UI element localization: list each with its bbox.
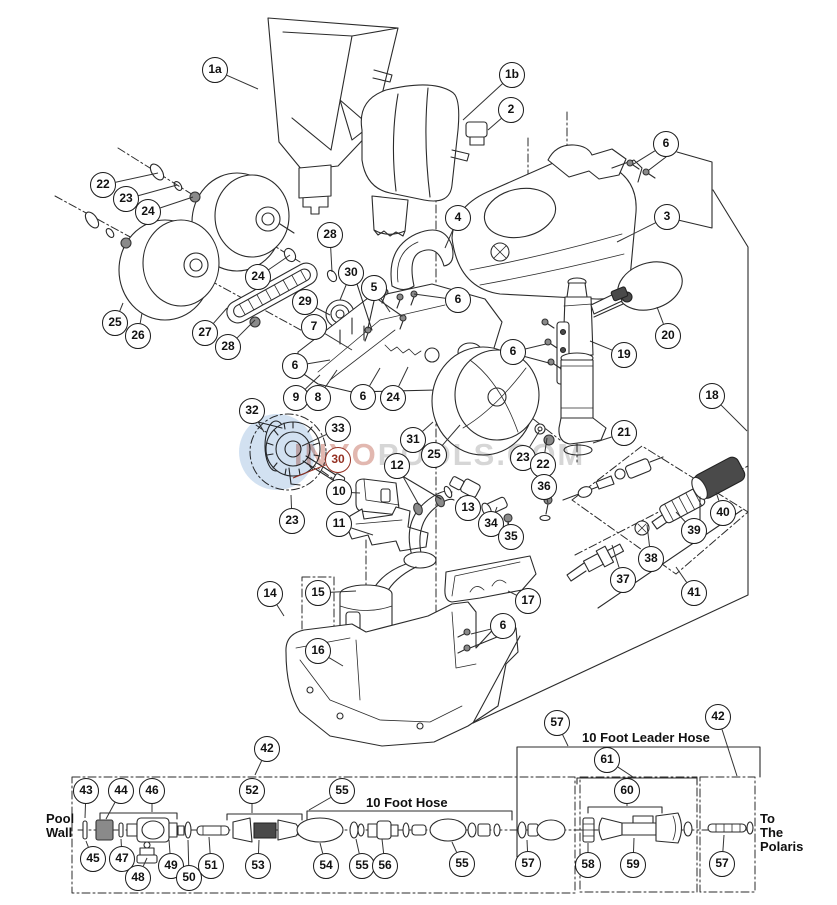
callout-58[interactable]: 58 [575, 852, 601, 878]
watermark-logo [239, 414, 315, 490]
callout-47[interactable]: 47 [109, 846, 135, 872]
callout-5[interactable]: 5 [361, 275, 387, 301]
callout-6[interactable]: 6 [500, 339, 526, 365]
callout-3[interactable]: 3 [654, 204, 680, 230]
callout-56[interactable]: 56 [372, 853, 398, 879]
part-drive-belt-27 [226, 262, 318, 324]
to-polaris-label: To The Polaris [760, 811, 804, 854]
callout-39[interactable]: 39 [681, 518, 707, 544]
callout-11[interactable]: 11 [326, 511, 352, 537]
callout-2[interactable]: 2 [498, 97, 524, 123]
callout-21[interactable]: 21 [611, 420, 637, 446]
callout-42[interactable]: 42 [254, 736, 280, 762]
callout-36[interactable]: 36 [531, 474, 557, 500]
callout-6[interactable]: 6 [445, 287, 471, 313]
callout-46[interactable]: 46 [139, 778, 165, 804]
callout-12[interactable]: 12 [384, 453, 410, 479]
callout-52[interactable]: 52 [239, 778, 265, 804]
part-allpurpose-bag-1b [360, 84, 470, 237]
callout-6[interactable]: 6 [653, 131, 679, 157]
callout-27[interactable]: 27 [192, 320, 218, 346]
callout-22[interactable]: 22 [90, 172, 116, 198]
callout-30[interactable]: 30 [338, 260, 364, 286]
part-top-housing-3 [451, 144, 643, 300]
callout-24[interactable]: 24 [135, 199, 161, 225]
axle-hardware [84, 163, 338, 328]
callout-18[interactable]: 18 [699, 383, 725, 409]
callout-61[interactable]: 61 [594, 747, 620, 773]
callout-57[interactable]: 57 [709, 851, 735, 877]
callout-1a[interactable]: 1a [202, 57, 228, 83]
callout-53[interactable]: 53 [245, 853, 271, 879]
pool-wall-label: Pool Wall [46, 811, 75, 840]
part-bag-collar-2 [465, 121, 488, 146]
part-feed-column-19 [541, 277, 629, 445]
callout-30[interactable]: 30 [325, 447, 351, 473]
callout-22[interactable]: 22 [530, 452, 556, 478]
callout-55[interactable]: 55 [349, 853, 375, 879]
part-side-plate-17 [444, 555, 537, 603]
callout-50[interactable]: 50 [176, 865, 202, 891]
callout-35[interactable]: 35 [498, 524, 524, 550]
callout-33[interactable]: 33 [325, 416, 351, 442]
callout-41[interactable]: 41 [681, 580, 707, 606]
callout-55[interactable]: 55 [449, 851, 475, 877]
callout-38[interactable]: 38 [638, 546, 664, 572]
callout-55[interactable]: 55 [329, 778, 355, 804]
callout-28[interactable]: 28 [317, 222, 343, 248]
leader-hose-10ft-label: 10 Foot Leader Hose [582, 730, 710, 745]
callout-44[interactable]: 44 [108, 778, 134, 804]
callout-16[interactable]: 16 [305, 638, 331, 664]
callout-25[interactable]: 25 [421, 442, 447, 468]
callout-23[interactable]: 23 [279, 508, 305, 534]
hose-assembly-section [71, 746, 761, 894]
callout-8[interactable]: 8 [305, 385, 331, 411]
callout-24[interactable]: 24 [245, 264, 271, 290]
callout-6[interactable]: 6 [350, 384, 376, 410]
callout-57[interactable]: 57 [544, 710, 570, 736]
hose-10ft-label: 10 Foot Hose [366, 795, 448, 810]
callout-57[interactable]: 57 [515, 851, 541, 877]
callout-24[interactable]: 24 [380, 385, 406, 411]
callout-14[interactable]: 14 [257, 581, 283, 607]
callout-19[interactable]: 19 [611, 342, 637, 368]
callout-23[interactable]: 23 [113, 186, 139, 212]
callout-13[interactable]: 13 [455, 495, 481, 521]
callout-1b[interactable]: 1b [499, 62, 525, 88]
callout-10[interactable]: 10 [326, 479, 352, 505]
callout-60[interactable]: 60 [614, 778, 640, 804]
callout-51[interactable]: 51 [198, 853, 224, 879]
callout-37[interactable]: 37 [610, 567, 636, 593]
callout-7[interactable]: 7 [301, 314, 327, 340]
part-wheel-front [118, 219, 220, 321]
callout-25[interactable]: 25 [102, 310, 128, 336]
callout-20[interactable]: 20 [655, 323, 681, 349]
callout-40[interactable]: 40 [710, 500, 736, 526]
callout-29[interactable]: 29 [292, 289, 318, 315]
callout-17[interactable]: 17 [515, 588, 541, 614]
part-sweep-tail-scoop-4 [390, 229, 454, 291]
callout-45[interactable]: 45 [80, 846, 106, 872]
part-feed-hose-12-13 [373, 476, 481, 595]
callout-6[interactable]: 6 [490, 613, 516, 639]
callout-15[interactable]: 15 [305, 580, 331, 606]
callout-6[interactable]: 6 [282, 353, 308, 379]
callout-59[interactable]: 59 [620, 852, 646, 878]
callout-4[interactable]: 4 [445, 205, 471, 231]
callout-26[interactable]: 26 [125, 323, 151, 349]
callout-28[interactable]: 28 [215, 334, 241, 360]
callout-42[interactable]: 42 [705, 704, 731, 730]
callout-54[interactable]: 54 [313, 853, 339, 879]
callout-48[interactable]: 48 [125, 865, 151, 891]
callout-32[interactable]: 32 [239, 398, 265, 424]
callout-43[interactable]: 43 [73, 778, 99, 804]
part-oring-21 [563, 444, 593, 456]
